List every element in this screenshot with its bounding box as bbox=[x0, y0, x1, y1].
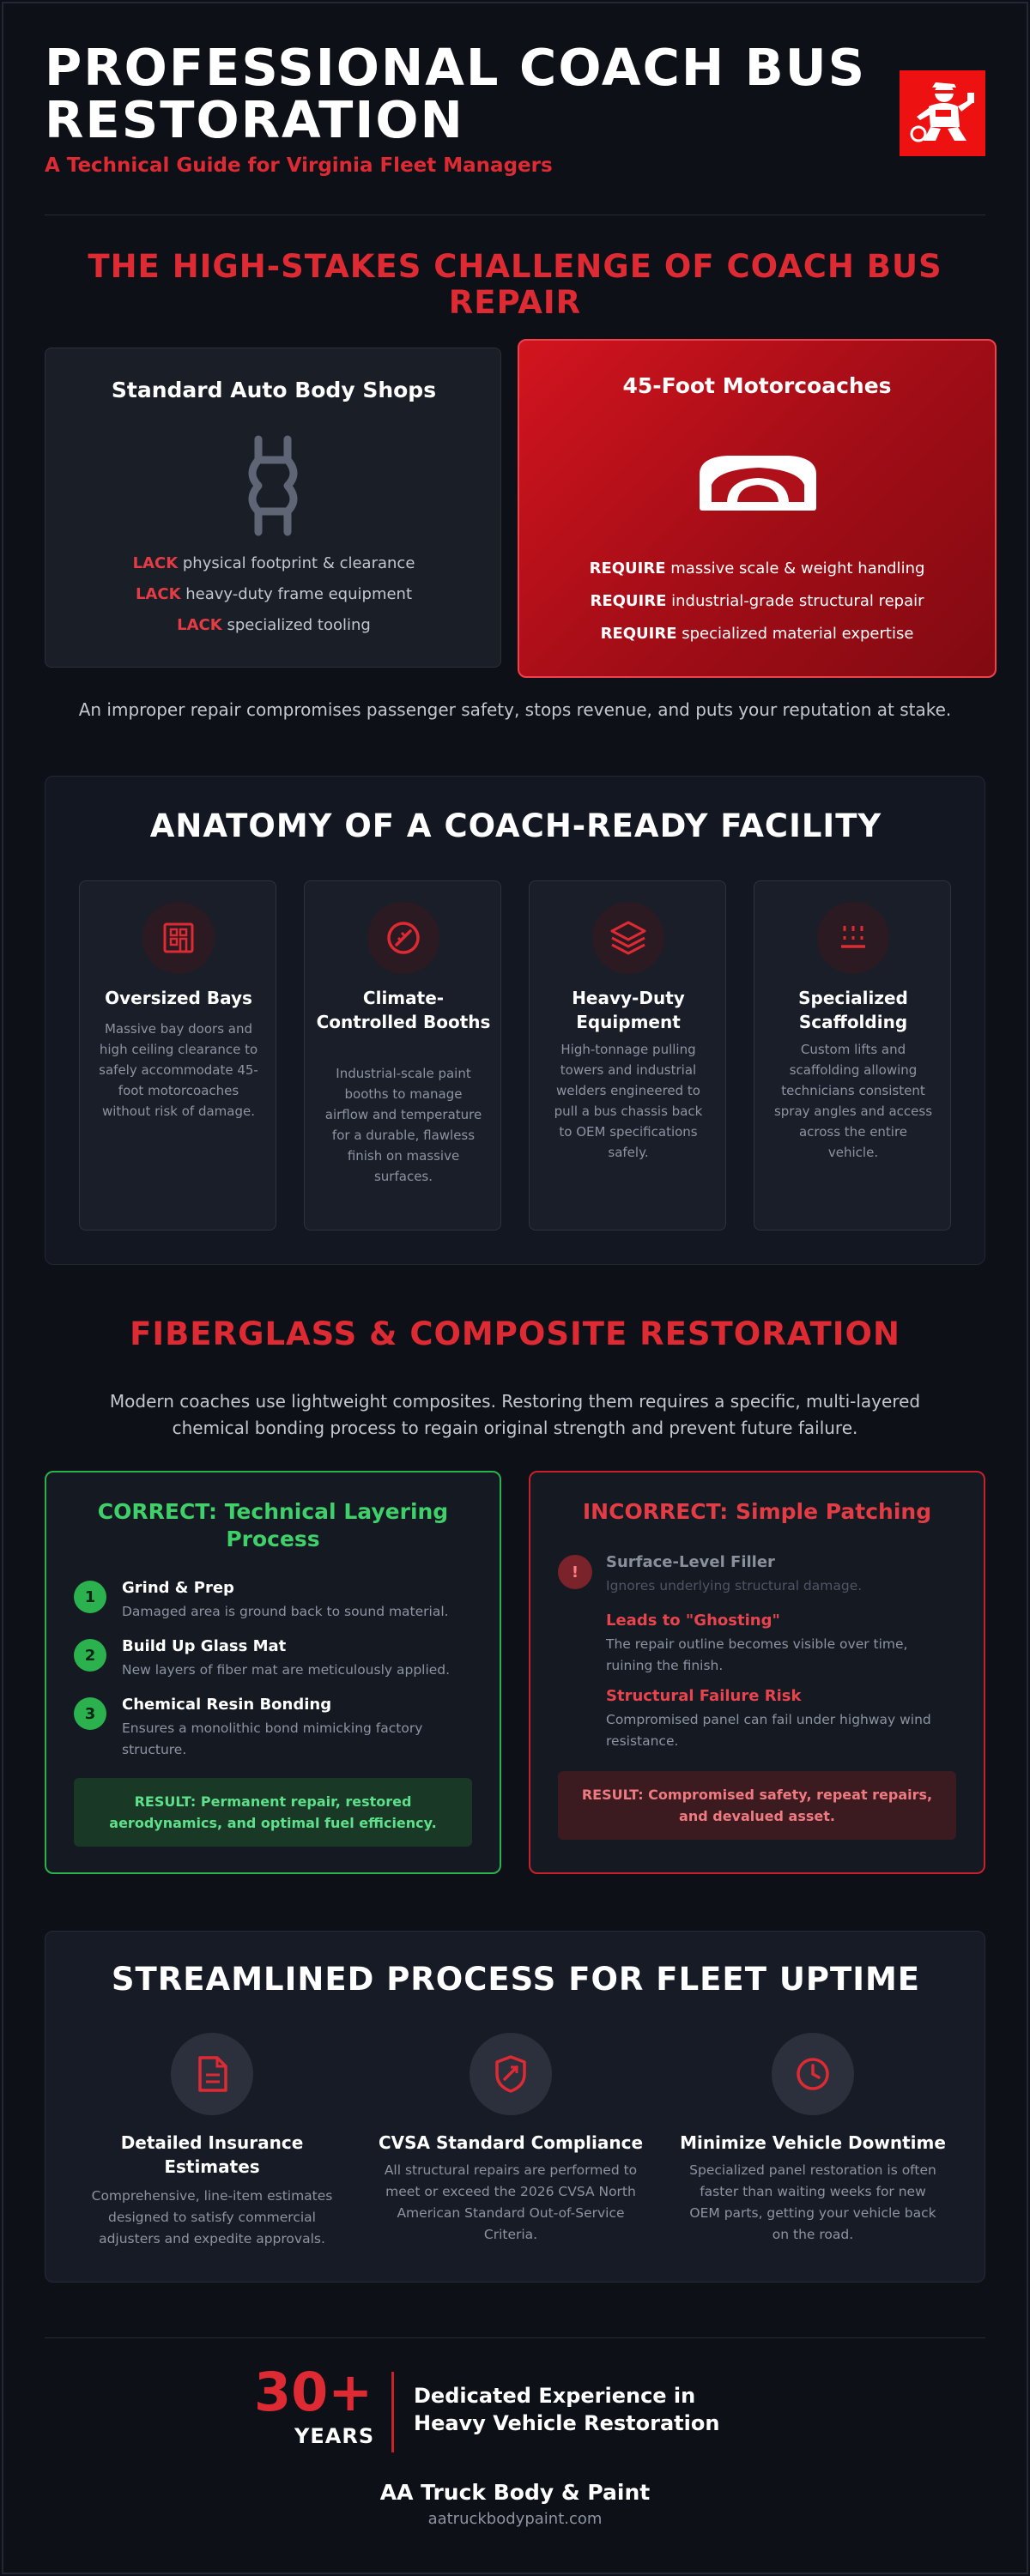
shops-line-2: LACK heavy-duty frame equipment bbox=[135, 585, 413, 603]
process-item-desc: All structural repairs are performed to … bbox=[384, 2162, 638, 2242]
clock-icon bbox=[772, 2033, 854, 2115]
feature-desc: Massive bay doors and high ceiling clear… bbox=[99, 1021, 258, 1119]
shops-card-title: Standard Auto Body Shops bbox=[111, 378, 437, 402]
document-icon bbox=[171, 2033, 253, 2115]
step-title-3: Chemical Resin Bonding bbox=[122, 1696, 332, 1714]
scaffold-icon bbox=[817, 902, 889, 974]
bus-icon bbox=[693, 450, 823, 519]
motorcoach-card: 45-Foot Motorcoaches REQUIRE massive sca… bbox=[518, 339, 997, 678]
mascot-logo-icon bbox=[900, 70, 985, 156]
issue-desc-1: Ignores underlying structural damage. bbox=[606, 1578, 863, 1593]
feature-title: Oversized Bays bbox=[105, 988, 252, 1008]
spray-gauge-icon bbox=[367, 902, 439, 974]
company-name: AA Truck Body & Paint bbox=[379, 2480, 651, 2505]
feature-card-climate-booths: Climate-Controlled Booths Industrial-sca… bbox=[304, 880, 501, 1231]
coach-line-2: REQUIRE industrial-grade structural repa… bbox=[590, 592, 924, 610]
layers-icon bbox=[592, 902, 664, 974]
experience-tagline: Dedicated Experience in Heavy Vehicle Re… bbox=[414, 2384, 720, 2435]
feature-title: Heavy-Duty Equipment bbox=[572, 988, 685, 1032]
coach-card-title: 45-Foot Motorcoaches bbox=[622, 373, 892, 398]
incorrect-process-card: INCORRECT: Simple Patching ! Surface-Lev… bbox=[529, 1471, 985, 1874]
website-link[interactable]: aatruckbodypaint.com bbox=[427, 2510, 603, 2528]
correct-title: CORRECT: Technical Layering Process bbox=[97, 1499, 449, 1551]
process-item-desc: Specialized panel restoration is often f… bbox=[689, 2162, 936, 2242]
challenge-title: THE HIGH-STAKES CHALLENGE OF COACH BUS R… bbox=[88, 248, 942, 321]
process-panel: STREAMLINED PROCESS FOR FLEET UPTIME Det… bbox=[45, 1931, 985, 2283]
step-desc-2: New layers of fiber mat are meticulously… bbox=[122, 1662, 451, 1678]
feature-title: Specialized Scaffolding bbox=[798, 988, 908, 1032]
step-number-3: 3 bbox=[74, 1697, 106, 1730]
fiberglass-title: FIBERGLASS & COMPOSITE RESTORATION bbox=[130, 1315, 900, 1352]
years-label: YEARS bbox=[294, 2424, 375, 2448]
step-title-2: Build Up Glass Mat bbox=[122, 1637, 287, 1655]
issue-title-2: Leads to "Ghosting" bbox=[606, 1612, 780, 1630]
wrench-icon bbox=[239, 434, 308, 541]
coach-line-3: REQUIRE specialized material expertise bbox=[600, 625, 914, 643]
page-title: PROFESSIONAL COACH BUS RESTORATION bbox=[45, 38, 867, 149]
feature-desc: High-tonnage pulling towers and industri… bbox=[554, 1042, 703, 1160]
process-item-title: Detailed Insurance Estimates bbox=[120, 2132, 304, 2177]
shops-line-1: LACK physical footprint & clearance bbox=[132, 554, 415, 572]
issue-desc-2: The repair outline becomes visible over … bbox=[606, 1636, 908, 1673]
process-title: STREAMLINED PROCESS FOR FLEET UPTIME bbox=[111, 1961, 921, 1998]
feature-card-scaffolding: Specialized Scaffolding Custom lifts and… bbox=[754, 880, 951, 1231]
shield-check-icon bbox=[470, 2033, 552, 2115]
issue-desc-3: Compromised panel can fail under highway… bbox=[606, 1712, 931, 1749]
feature-title: Climate-Controlled Booths bbox=[316, 988, 491, 1032]
feature-card-heavy-equipment: Heavy-Duty Equipment High-tonnage pullin… bbox=[529, 880, 726, 1231]
incorrect-title: INCORRECT: Simple Patching bbox=[582, 1499, 932, 1524]
process-item-desc: Comprehensive, line-item estimates desig… bbox=[91, 2188, 333, 2246]
feature-desc: Industrial-scale paint booths to manage … bbox=[324, 1066, 482, 1184]
step-number-1: 1 bbox=[74, 1581, 106, 1613]
process-item-title: Minimize Vehicle Downtime bbox=[680, 2132, 946, 2153]
footer-divider bbox=[45, 2337, 985, 2338]
issue-title-1: Surface-Level Filler bbox=[606, 1553, 775, 1571]
issue-title-3: Structural Failure Risk bbox=[606, 1687, 802, 1705]
stakes-statement: An improper repair compromises passenger… bbox=[78, 699, 952, 720]
feature-desc: Custom lifts and scaffolding allowing te… bbox=[773, 1042, 933, 1160]
footer-accent-bar bbox=[391, 2372, 394, 2452]
standard-shops-card: Standard Auto Body Shops LACK physical f… bbox=[45, 348, 501, 668]
coach-line-1: REQUIRE massive scale & weight handling bbox=[589, 559, 925, 577]
process-item-title: CVSA Standard Compliance bbox=[378, 2132, 644, 2153]
step-number-2: 2 bbox=[74, 1639, 106, 1672]
step-title-1: Grind & Prep bbox=[122, 1579, 234, 1597]
correct-process-card: CORRECT: Technical Layering Process 1 Gr… bbox=[45, 1471, 501, 1874]
anatomy-title: ANATOMY OF A COACH-READY FACILITY bbox=[149, 807, 882, 844]
shops-line-3: LACK specialized tooling bbox=[177, 616, 371, 634]
correct-result: RESULT: Permanent repair, restored aerod… bbox=[74, 1778, 472, 1847]
warning-icon: ! bbox=[558, 1555, 592, 1589]
building-icon bbox=[142, 902, 215, 974]
years-number: 30+ bbox=[254, 2361, 373, 2423]
incorrect-result: RESULT: Compromised safety, repeat repai… bbox=[558, 1771, 956, 1840]
step-desc-1: Damaged area is ground back to sound mat… bbox=[122, 1604, 449, 1619]
step-desc-3: Ensures a monolithic bond mimicking fact… bbox=[122, 1720, 423, 1757]
feature-card-oversized-bays: Oversized Bays Massive bay doors and hig… bbox=[79, 880, 276, 1231]
fiberglass-intro: Modern coaches use lightweight composite… bbox=[109, 1391, 921, 1438]
page-subtitle: A Technical Guide for Virginia Fleet Man… bbox=[45, 154, 553, 177]
